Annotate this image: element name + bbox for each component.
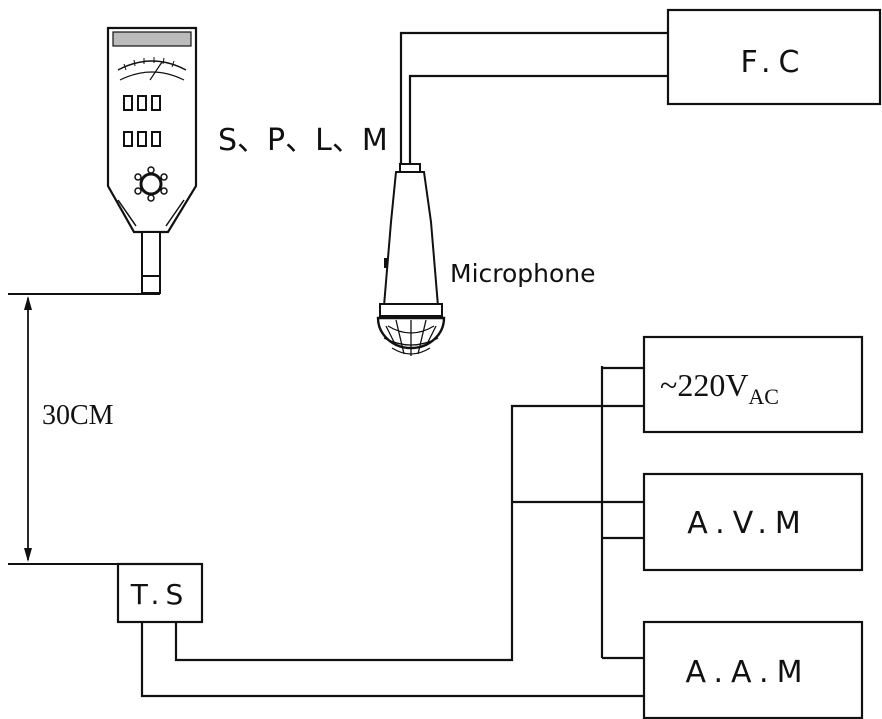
meter-buttons-row-2	[123, 131, 161, 147]
fc-box	[666, 8, 882, 106]
aam-box	[642, 620, 864, 719]
ts-label: T.S	[130, 578, 189, 611]
meter-knob	[134, 166, 168, 202]
microphone	[376, 31, 668, 356]
meter-scale	[117, 57, 187, 81]
avm-box	[642, 472, 864, 572]
aam-label: A.A.M	[686, 655, 811, 690]
avm-label: A.V.M	[687, 506, 809, 541]
splm-label: S、P、L、M	[218, 123, 388, 158]
mains-label-prefix: ~220V	[660, 367, 748, 403]
wiring	[140, 366, 644, 698]
microphone-label: Microphone	[450, 259, 596, 288]
distance-dimension	[24, 296, 32, 562]
meter-buttons-row-1	[123, 95, 161, 111]
ts-box	[116, 562, 204, 624]
mains-label: ~220VAC	[660, 367, 779, 409]
distance-label: 30CM	[42, 400, 114, 431]
sound-level-meter	[106, 26, 198, 294]
mains-label-subscript: AC	[748, 384, 779, 409]
fc-label: F.C	[741, 45, 808, 80]
mains-box	[642, 335, 864, 434]
